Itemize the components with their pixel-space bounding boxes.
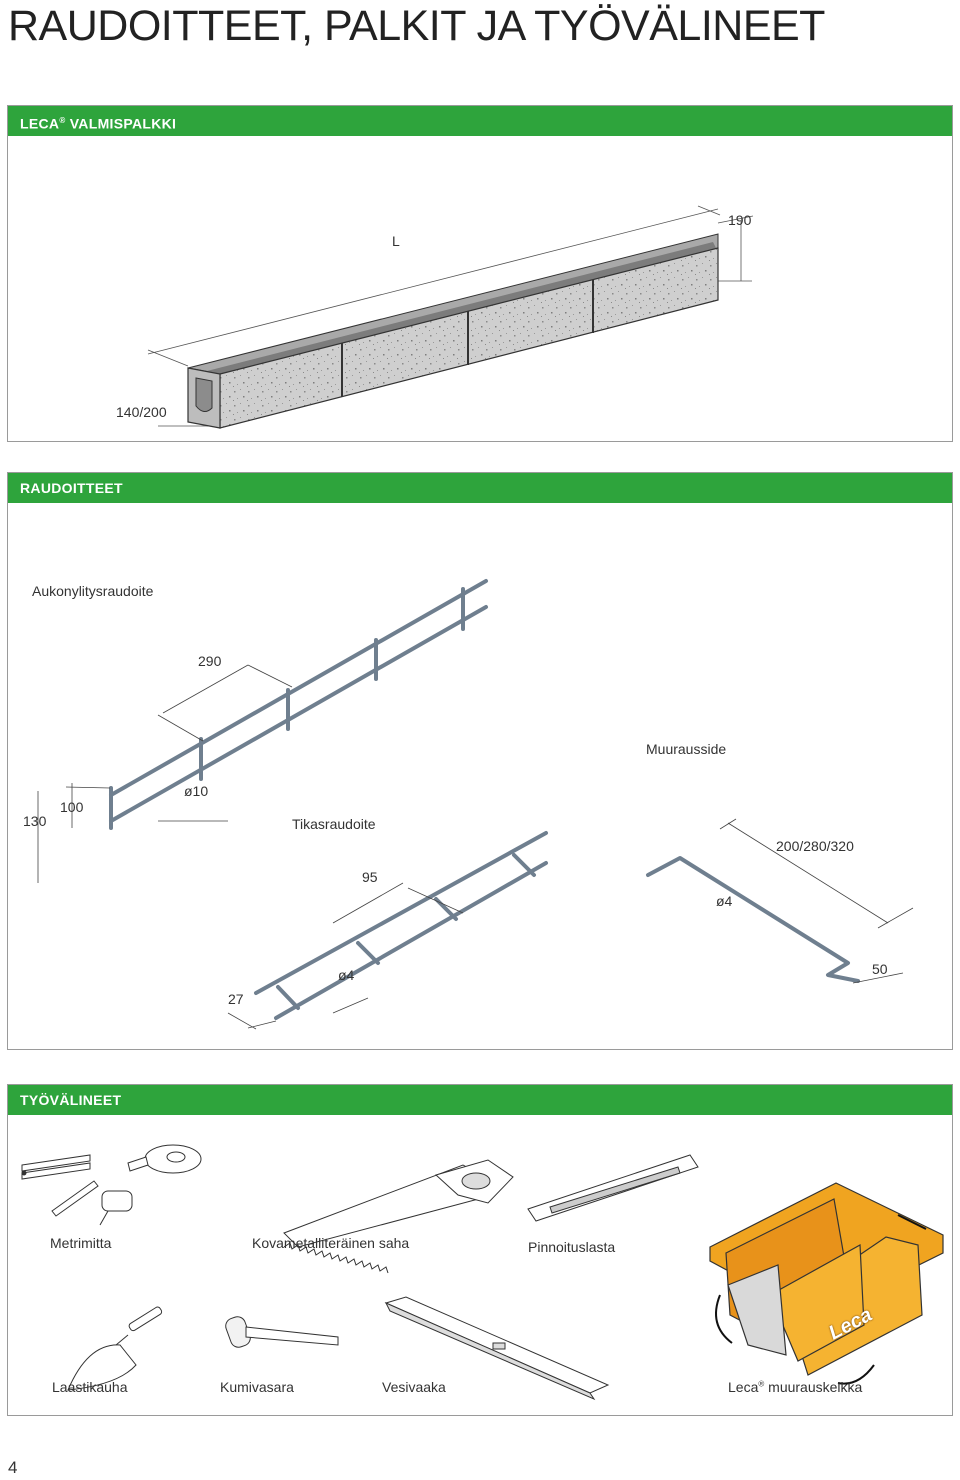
muurausside-label: Muurausside bbox=[646, 741, 727, 757]
tyovalineet-illustrations: Metrimitta Kovametalliteräinen saha Pinn… bbox=[8, 1115, 952, 1415]
level-icon bbox=[384, 1296, 610, 1401]
beam-width-label: 140/200 bbox=[116, 404, 167, 420]
tikas-label: Tikasraudoite bbox=[292, 816, 376, 832]
label-kumivasara: Kumivasara bbox=[220, 1379, 294, 1395]
label-kelkka: Leca® muurauskelkka bbox=[728, 1379, 862, 1395]
tikas-width: 95 bbox=[362, 869, 378, 885]
kelkka-rest: muurauskelkka bbox=[764, 1379, 863, 1395]
aukonylitys-spacing: 290 bbox=[198, 653, 222, 669]
aukonylitys-diameter: ø10 bbox=[184, 783, 209, 799]
rebar-drawings bbox=[37, 579, 914, 1030]
raudoitteet-illustrations: Aukonylitysraudoite 290 100 130 ø10 Tika… bbox=[8, 503, 952, 1049]
muurausside-hook: 50 bbox=[872, 961, 888, 977]
mallet-icon bbox=[225, 1316, 339, 1348]
label-saha: Kovametalliteräinen saha bbox=[252, 1235, 410, 1251]
tikas-dims bbox=[227, 882, 464, 1030]
label-pinnoituslasta: Pinnoituslasta bbox=[528, 1239, 616, 1255]
registered-mark: ® bbox=[59, 116, 66, 125]
header-rest: VALMISPALKKI bbox=[65, 115, 177, 132]
aukonylitys-label: Aukonylitysraudoite bbox=[32, 583, 154, 599]
tools-drawing bbox=[21, 1144, 944, 1401]
muurausside-diameter: ø4 bbox=[716, 893, 733, 909]
tikas-height: 27 bbox=[228, 991, 244, 1007]
kelkka-brand: Leca bbox=[728, 1379, 759, 1395]
muurausside-rebar bbox=[646, 856, 860, 983]
page-number: 4 bbox=[8, 1458, 18, 1477]
tikas-rebar bbox=[254, 831, 548, 1020]
section-tyovalineet: TYÖVÄLINEET bbox=[7, 1084, 953, 1416]
label-vesivaaka: Vesivaaka bbox=[382, 1379, 446, 1395]
aukonylitys-rebar bbox=[109, 579, 488, 830]
aukonylitys-dims bbox=[37, 664, 293, 883]
scoop-icon bbox=[67, 1306, 163, 1391]
muurausside-length: 200/280/320 bbox=[776, 838, 854, 854]
label-metrimitta: Metrimitta bbox=[50, 1235, 112, 1251]
beam-height-label: 190 bbox=[728, 212, 752, 228]
page-title: RAUDOITTEET, PALKIT JA TYÖVÄLINEET bbox=[8, 2, 825, 50]
kelkka-reg: ® bbox=[758, 1379, 765, 1389]
valmispalkki-illustration: L 190 140/200 bbox=[8, 136, 952, 441]
section-raudoitteet: RAUDOITTEET bbox=[7, 472, 953, 1050]
section-valmispalkki: LECA® VALMISPALKKI bbox=[7, 105, 953, 442]
saw-icon bbox=[283, 1159, 514, 1274]
beam-drawing bbox=[147, 205, 754, 429]
label-laastikauha: Laastikauha bbox=[52, 1379, 128, 1395]
tape-measure-icon bbox=[99, 1144, 202, 1226]
aukonylitys-height-inner: 100 bbox=[60, 799, 84, 815]
section-header-valmispalkki: LECA® VALMISPALKKI bbox=[8, 106, 952, 136]
beam-length-label: L bbox=[392, 233, 400, 249]
header-brand: LECA bbox=[20, 115, 60, 132]
muurausside-dims bbox=[719, 818, 914, 984]
folding-ruler-icon bbox=[21, 1154, 99, 1217]
section-header-raudoitteet: RAUDOITTEET bbox=[8, 473, 952, 503]
sledge-icon bbox=[709, 1182, 944, 1385]
tikas-diameter: ø4 bbox=[338, 967, 355, 983]
aukonylitys-height-outer: 130 bbox=[23, 813, 47, 829]
trowel-icon bbox=[527, 1154, 699, 1222]
section-header-tyovalineet: TYÖVÄLINEET bbox=[8, 1085, 952, 1115]
